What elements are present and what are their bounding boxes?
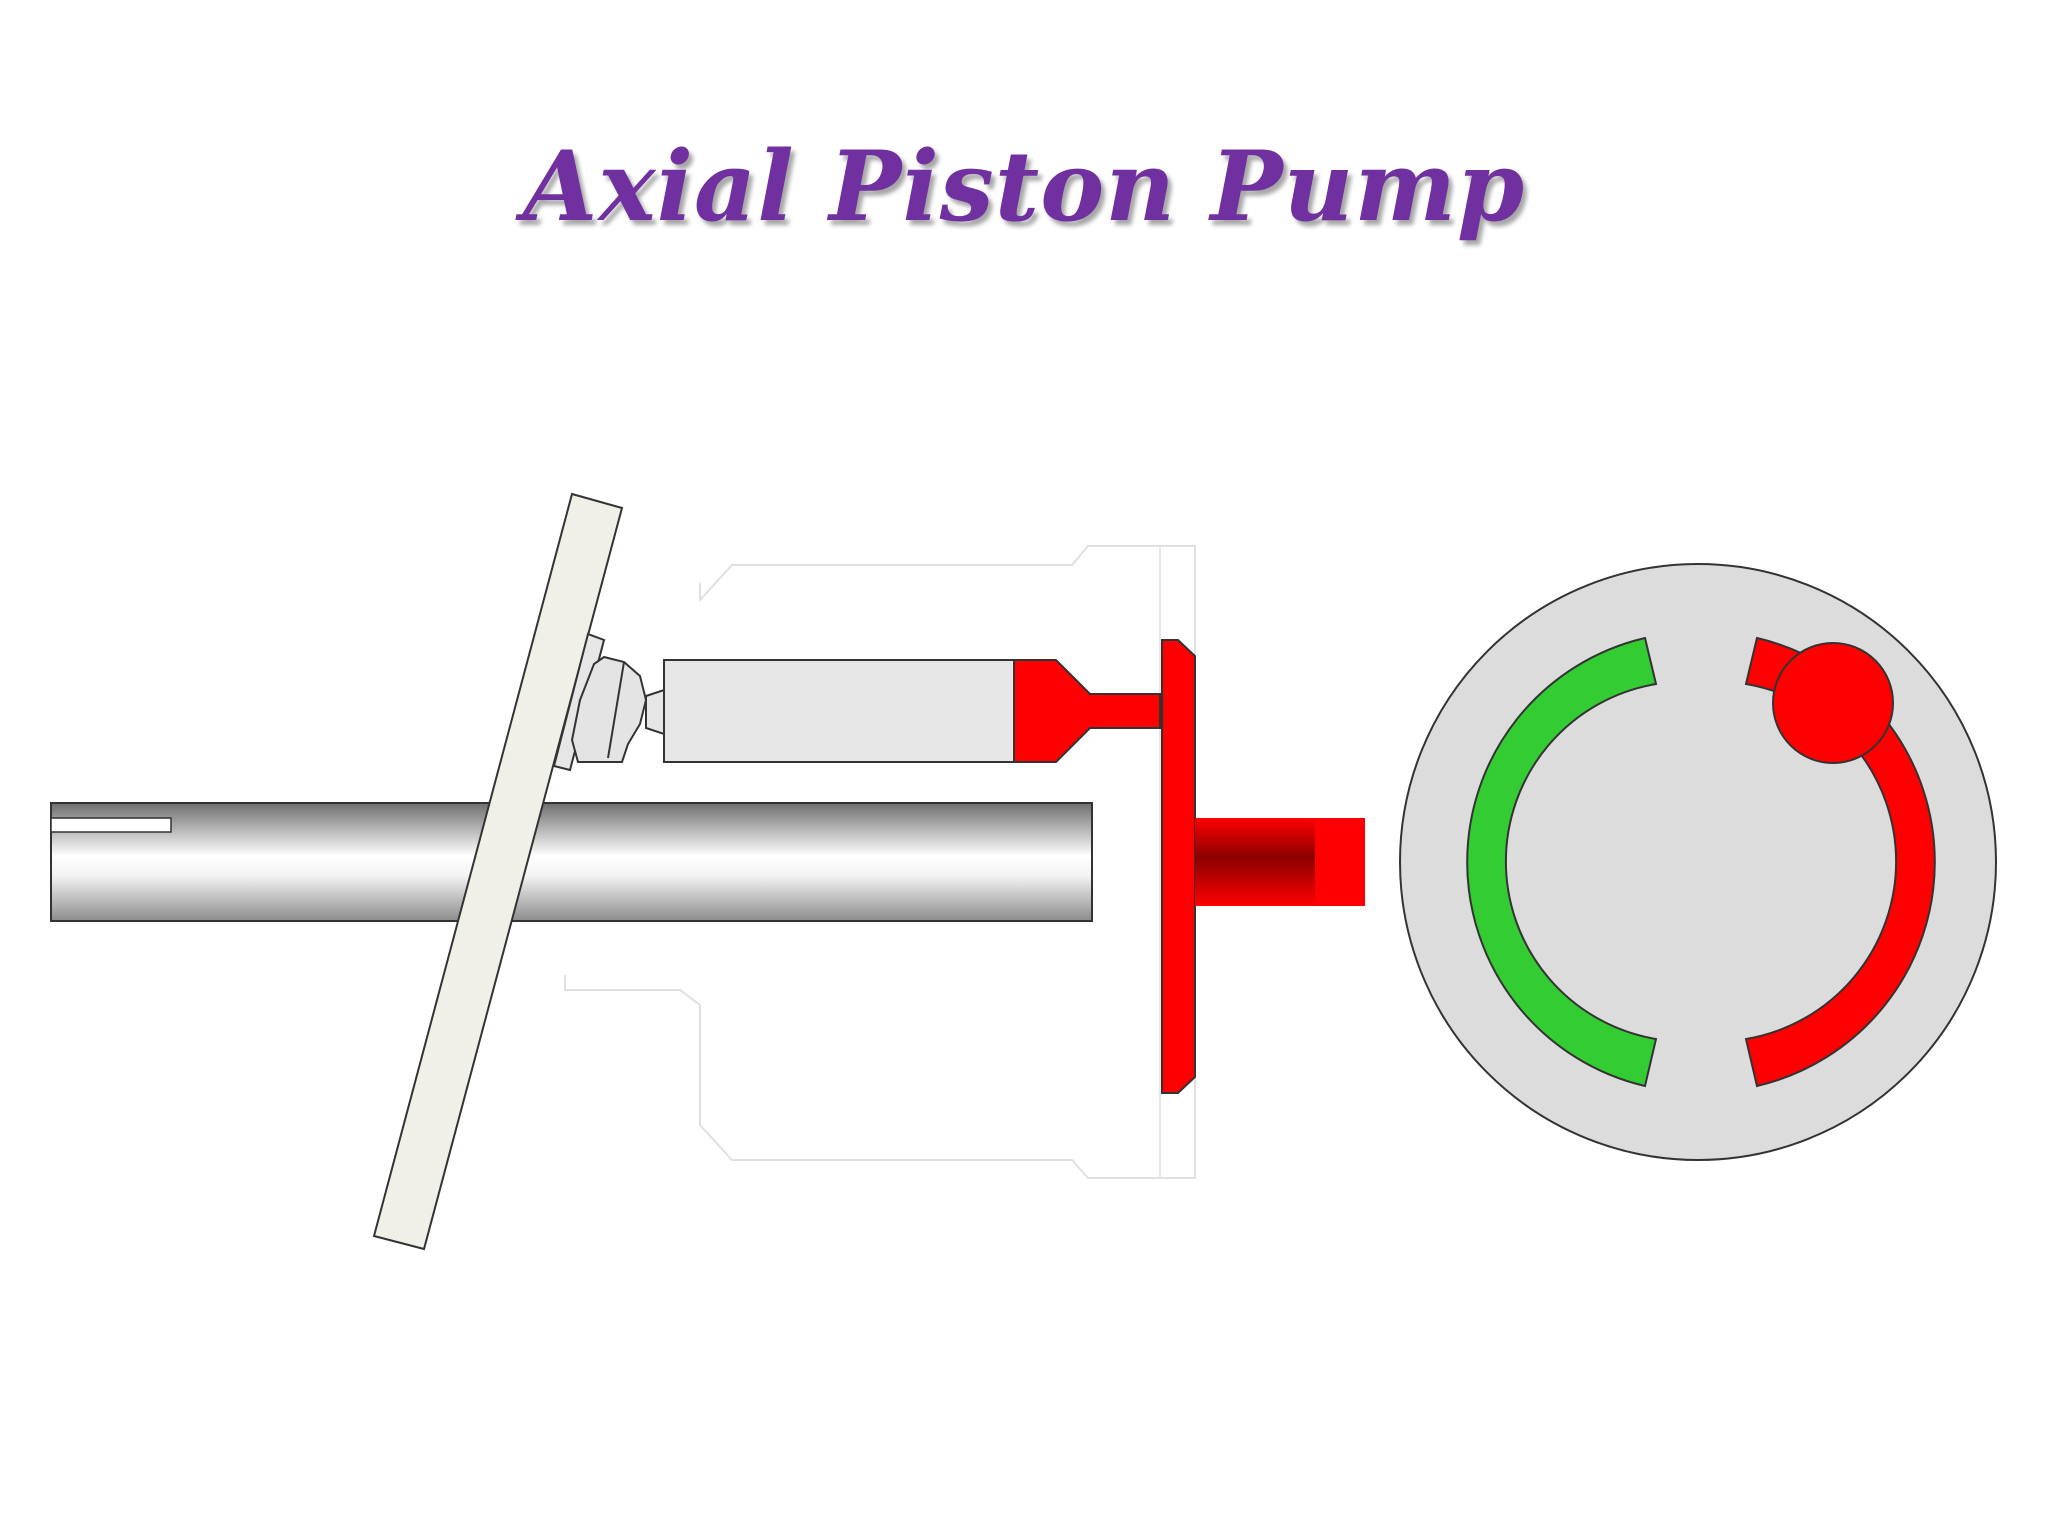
piston-head [1013, 659, 1161, 763]
piston-neck [645, 688, 665, 736]
suction-kidney-port [1466, 636, 1658, 1088]
piston-position-marker [1772, 642, 1894, 764]
piston-body [663, 659, 1015, 763]
outlet-port-end [1315, 818, 1365, 906]
piston-ball-joint [570, 655, 648, 763]
pressure-kidney-port [1744, 636, 1936, 1088]
swash-plate [372, 492, 624, 1251]
ball-joint-line [607, 661, 625, 759]
shaft-keyway [50, 817, 172, 833]
slide-title: Axial Piston Pump [522, 130, 1526, 243]
drive-shaft [50, 802, 1093, 922]
outlet-port-pipe [1195, 818, 1315, 906]
valve-plate [1161, 639, 1196, 1094]
cylinder-block-outline [564, 545, 1196, 1179]
